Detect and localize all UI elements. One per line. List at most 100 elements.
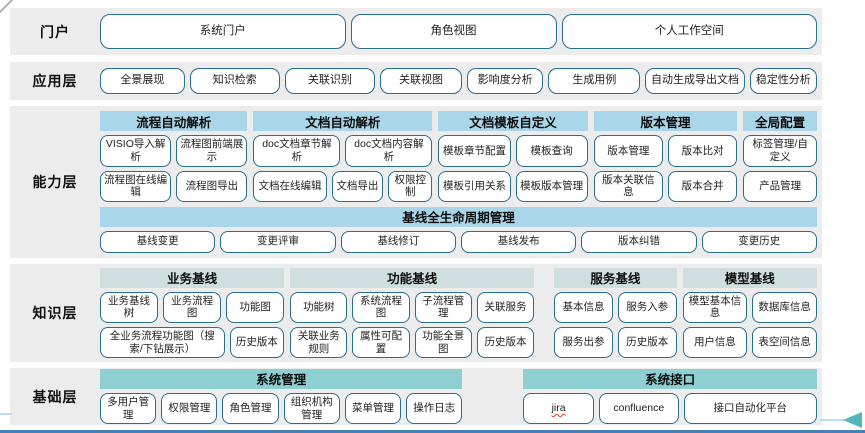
group: 模型基线模型基本信息数据库信息用户信息表空间信息 [682, 267, 818, 359]
button-row: 模型基本信息数据库信息 [682, 291, 818, 323]
item-box: 功能图 [226, 291, 285, 323]
item-box: 菜单管理 [344, 392, 402, 425]
group: 全景展现知识检索关联识别关联视图影响度分析生成用例自动生成导出文档稳定性分析 [100, 68, 817, 94]
section-row: 业务基线业务基线树业务流程图功能图全业务流程功能图（搜索/下钻展示）历史版本功能… [100, 267, 818, 359]
button-row: 文档在线编辑文档导出权限控制 [253, 170, 433, 202]
left-arrow-icon [843, 412, 862, 428]
group-header: 系统管理 [100, 368, 463, 389]
item-box: 基线发布 [460, 230, 577, 253]
item-box: 用户信息 [682, 327, 748, 359]
button-row: 多用户管理权限管理角色管理组织机构管理菜单管理操作日志 [100, 392, 463, 425]
button-row: 基本信息服务入参 [554, 291, 677, 323]
group-header: 文档自动解析 [253, 111, 433, 132]
item-box: 子流程管理 [414, 291, 472, 323]
item-box: 变更历史 [701, 230, 817, 253]
item-box: 关联识别 [284, 68, 375, 94]
item-box: 角色视图 [350, 14, 557, 49]
group-header: 流程自动解析 [100, 111, 248, 132]
layer-band-portal: 门户系统门户角色视图个人工作空间 [10, 8, 822, 55]
button-row: 业务基线树业务流程图功能图 [100, 291, 285, 323]
item-box: VISIO导入解析 [100, 135, 172, 167]
button-row: 全景展现知识检索关联识别关联视图影响度分析生成用例自动生成导出文档稳定性分析 [100, 68, 817, 94]
item-box: 影响度分析 [466, 68, 544, 94]
item-box: doc文档章节解析 [253, 135, 341, 167]
item-box: 版本比对 [668, 135, 738, 167]
group: 功能基线功能树系统流程图子流程管理关联服务关联业务规则属性可配置功能全景图历史版… [290, 267, 535, 359]
item-box: 模型基本信息 [682, 291, 748, 323]
item-box: 系统流程图 [352, 291, 410, 323]
layer-content-application: 全景展现知识检索关联识别关联视图影响度分析生成用例自动生成导出文档稳定性分析 [100, 62, 822, 100]
item-box: 基线变更 [100, 230, 216, 253]
item-box: 模板引用关系 [438, 170, 511, 202]
item-box: 基本信息 [554, 291, 613, 323]
button-row: 系统门户角色视图个人工作空间 [100, 14, 817, 49]
group: 流程自动解析 VISIO导入解析流程图前端展示流程图在线编辑流程图导出 [100, 111, 248, 202]
button-row: 流程图在线编辑流程图导出 [100, 170, 248, 202]
group: 服务基线基本信息服务入参服务出参历史版本 [554, 267, 677, 359]
bottom-left-line-decoration [0, 413, 12, 415]
item-box: 全景展现 [100, 68, 185, 94]
item-box: 模板章节配置 [438, 135, 511, 167]
spacer [540, 268, 548, 358]
item-box: jira [523, 392, 594, 425]
item-box: 文档在线编辑 [253, 170, 327, 202]
item-box: 权限管理 [161, 392, 218, 425]
layer-content-portal: 系统门户角色视图个人工作空间 [100, 8, 822, 55]
item-box: 变更评审 [220, 230, 336, 253]
item-box: 模板查询 [515, 135, 588, 167]
item-box: 产品管理 [743, 170, 817, 202]
layer-label-capability: 能力层 [32, 174, 78, 190]
item-box: 服务出参 [554, 327, 613, 359]
item-box: 操作日志 [406, 392, 463, 425]
item-box: 模板版本管理 [515, 170, 588, 202]
item-box: 历史版本 [617, 327, 677, 359]
group-header: 服务基线 [554, 267, 677, 288]
group: 基线全生命周期管理基线变更变更评审基线修订基线发布版本纠错变更历史 [100, 206, 817, 253]
button-row: 基线变更变更评审基线修订基线发布版本纠错变更历史 [100, 230, 817, 253]
item-box: 关联视图 [379, 68, 462, 94]
group-header: 全局配置 [743, 111, 817, 132]
layer-band-application: 应用层全景展现知识检索关联识别关联视图影响度分析生成用例自动生成导出文档稳定性分… [10, 62, 822, 100]
layer-band-foundation: 基础层 系统管理多用户管理权限管理角色管理组织机构管理菜单管理操作日志 系统接口 ji… [10, 368, 822, 425]
item-box: 服务入参 [617, 291, 677, 323]
layer-label-knowledge: 知识层 [32, 305, 78, 321]
item-box: 知识检索 [189, 68, 280, 94]
group-header: 基线全生命周期管理 [100, 206, 817, 227]
section-row: 基线全生命周期管理基线变更变更评审基线修订基线发布版本纠错变更历史 [100, 206, 817, 253]
item-box: 关联服务 [476, 291, 535, 323]
group: 版本管理版本管理版本比对版本关联信息版本合并 [593, 111, 738, 202]
bottom-edge-line [0, 430, 865, 433]
item-box: 多用户管理 [100, 392, 157, 425]
button-row: 服务出参历史版本 [554, 327, 677, 359]
bottom-right-line-decoration [820, 419, 848, 421]
item-box: 稳定性分析 [749, 68, 817, 94]
button-row: 模板引用关系模板版本管理 [438, 170, 588, 202]
item-box: 个人工作空间 [561, 14, 817, 49]
item-box: 文档导出 [331, 170, 384, 202]
button-row: 用户信息表空间信息 [682, 327, 818, 359]
item-box: 业务基线树 [100, 291, 159, 323]
button-row: VISIO导入解析流程图前端展示 [100, 135, 248, 167]
layer-content-knowledge: 业务基线业务基线树业务流程图功能图全业务流程功能图（搜索/下钻展示）历史版本功能… [100, 264, 822, 362]
item-box: 属性可配置 [352, 327, 410, 359]
section-row: 系统门户角色视图个人工作空间 [100, 14, 817, 49]
layer-label-foundation: 基础层 [32, 388, 78, 405]
item-box: 流程图在线编辑 [100, 170, 172, 202]
button-row: 关联业务规则属性可配置功能全景图历史版本 [290, 327, 535, 359]
group-header: 功能基线 [290, 267, 535, 288]
item-box: 功能树 [290, 291, 348, 323]
item-box: confluence [598, 392, 679, 425]
button-row: 产品管理 [743, 170, 817, 202]
group-header: 文档模板自定义 [438, 111, 588, 132]
group-header: 系统接口 [523, 368, 817, 389]
spacer [468, 369, 517, 424]
item-box: 流程图前端展示 [176, 135, 248, 167]
button-row: 模板章节配置模板查询 [438, 135, 588, 167]
group: 业务基线业务基线树业务流程图功能图全业务流程功能图（搜索/下钻展示）历史版本 [100, 267, 285, 359]
item-box: 业务流程图 [163, 291, 222, 323]
